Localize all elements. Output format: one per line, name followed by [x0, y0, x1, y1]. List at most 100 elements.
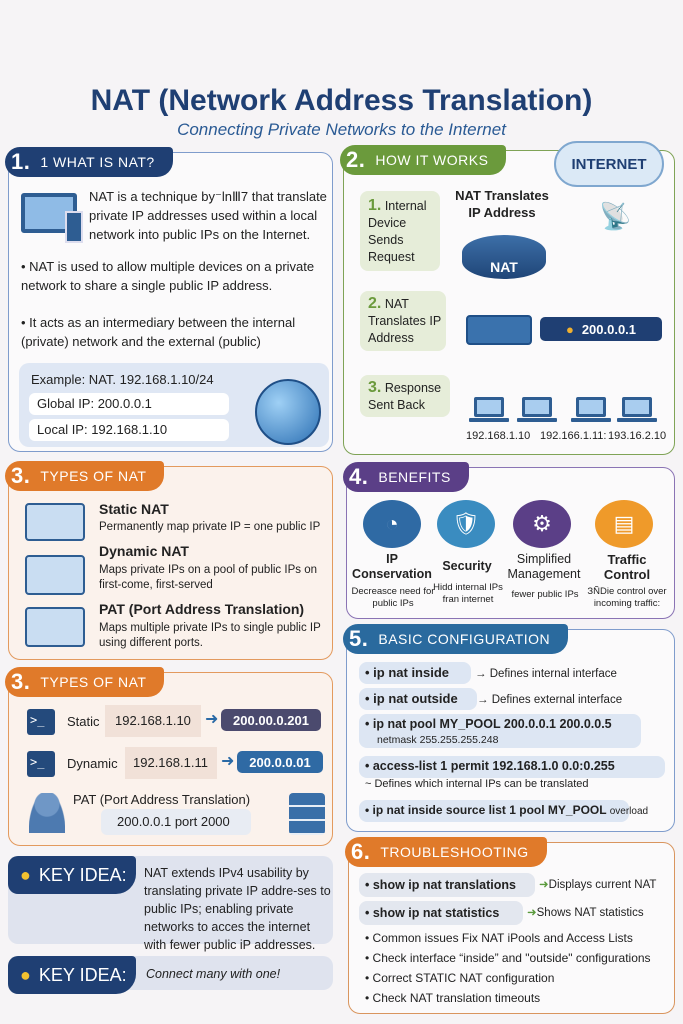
- terminal-icon: >_: [27, 709, 55, 735]
- intro-text: NAT is a technique by⁻lnⅢ7 that translat…: [89, 189, 327, 242]
- step-2: 2. NAT Translates IP Address: [360, 291, 446, 351]
- device-ip: 192.168.1.10: [466, 430, 531, 442]
- example-box: Example: NAT. 192.168.1.10/24 Global IP:…: [19, 363, 329, 447]
- pie-chart-icon: ◔: [363, 500, 421, 548]
- config-desc: → Defines internal interface: [475, 668, 617, 680]
- public-ip-display: ●200.0.0.1: [540, 317, 662, 341]
- cmd-pill: [359, 901, 523, 925]
- benefit-desc: Decreasce need for public IPs: [351, 586, 435, 609]
- config-pill: [359, 662, 471, 684]
- section-how-it-works: 2.HOW IT WORKS INTERNET NAT Translates I…: [340, 141, 675, 455]
- benefit-desc: ЗÑDie control over incoming traffic:: [587, 586, 667, 609]
- config-pill: [359, 756, 665, 778]
- device-ip: 193.16.2.10: [608, 430, 667, 442]
- static-private-ip: 192.168.1.10: [105, 705, 201, 737]
- server-icon: [289, 793, 325, 835]
- config-desc: → Defines external interface: [477, 694, 623, 706]
- section-what-is-nat: 1.1 WHAT IS NAT? NAT is a technique by⁻l…: [5, 147, 333, 452]
- bullet-1: • NAT is used to allow multiple devices …: [21, 259, 315, 293]
- section-badge: 2.HOW IT WORKS: [340, 145, 507, 175]
- shield-icon: 🛡: [437, 500, 495, 548]
- user-icon: [29, 793, 65, 833]
- section-badge: 1.1 WHAT IS NAT?: [5, 147, 173, 177]
- config-pill: [359, 688, 477, 710]
- terminal-icon: >_: [27, 751, 55, 777]
- page-title: NAT (Network Address Translation): [90, 84, 593, 117]
- nat-router-icon: NAT: [462, 235, 546, 279]
- trouble-item: • Correct STATIC NAT configuration: [365, 971, 555, 985]
- trouble-desc: ➜Shows NAT statistics: [527, 907, 644, 919]
- laptop-icon: [617, 397, 657, 422]
- type-name: Dynamic NAT: [99, 543, 189, 559]
- section-types-of-nat: 3.TYPES OF NAT Static NAT Permanently ma…: [5, 461, 333, 660]
- computers-icon: [25, 607, 85, 647]
- key-icon: ●: [20, 964, 31, 985]
- section-badge: 6.TROUBLESHOOTING: [345, 837, 547, 867]
- section-badge: 3.TYPES OF NAT: [5, 461, 165, 491]
- local-ip: Local IP: 192.168.1.10: [29, 419, 229, 441]
- key-idea-badge: ●KEY IDEA:: [8, 856, 136, 894]
- pat-label: PAT (Port Address Translation): [73, 792, 251, 807]
- pat-value: 200.0.0.1 port 2000: [101, 809, 251, 835]
- key-icon: ●: [20, 864, 31, 885]
- key-idea-text: Connect many with one!: [146, 967, 281, 981]
- step-1: 1. Internal Device Sends Request: [360, 191, 440, 271]
- arrow-icon: ➜: [221, 753, 235, 770]
- key-idea-text: NAT extends IPv4 usability by translatin…: [144, 866, 331, 952]
- step-3: 3. Response Sent Back: [360, 375, 450, 417]
- type-desc: Maps private IPs on a pool of public IPs…: [99, 564, 317, 591]
- computers-icon: [25, 555, 85, 595]
- config-pill: [359, 714, 641, 748]
- type-name: PAT (Port Address Translation): [99, 601, 305, 617]
- key-idea-box: ●KEY IDEA: Connect many with one!: [8, 956, 333, 994]
- arrow-icon: ➜: [205, 711, 219, 728]
- trouble-item: • Check NAT translation timeouts: [365, 991, 541, 1005]
- internet-cloud-icon: INTERNET: [554, 141, 664, 187]
- config-cmd: • ip nat inside: [365, 665, 450, 680]
- trouble-cmd: • show ip nat statistics: [365, 906, 500, 920]
- section-types-of-nat-examples: 3.TYPES OF NAT >_ Static 192.168.1.10 ➜ …: [5, 667, 333, 846]
- computers-icon: [25, 503, 85, 541]
- globe-icon: [255, 379, 321, 445]
- section-badge: 5.BASIC CONFIGURATION: [343, 624, 569, 654]
- trouble-item: • Common issues Fix NAT iPools and Acces…: [365, 931, 633, 945]
- config-cmd: • ip nat pool MY_POOL 200.0.0.1 200.0.0.…: [365, 717, 612, 731]
- laptop-icon: [517, 397, 557, 422]
- cell-tower-icon: 📡: [599, 201, 632, 231]
- section-benefits: 4.BENEFITS ◔ 🛡 ⚙ ▤ IP Conservation Decre…: [343, 462, 675, 619]
- section-badge: 3.TYPES OF NAT: [5, 667, 165, 697]
- section-basic-configuration: 5.BASIC CONFIGURATION • ip nat inside → …: [343, 624, 675, 832]
- static-label: Static: [67, 714, 100, 729]
- key-idea-box: ●KEY IDEA: NAT extends IPv4 usability by…: [8, 856, 333, 952]
- cmd-pill: [359, 873, 535, 897]
- benefit-desc: fewer public IPs: [511, 589, 579, 600]
- section-troubleshooting: 6.TROUBLESHOOTING • show ip nat translat…: [345, 837, 675, 1014]
- config-cmd: • ip nat inside source list 1 pool MY_PO…: [365, 803, 649, 817]
- benefit-name: Security: [442, 559, 492, 573]
- config-pill: [359, 800, 629, 822]
- benefit-desc: Hidd internal IPs fran internet: [433, 582, 503, 605]
- laptop-icon: [469, 397, 509, 422]
- type-desc: Maps multiple private IPs to single publ…: [99, 622, 321, 649]
- config-cmd: • access-list 1 permit 192.168.1.0 0.0:0…: [365, 759, 615, 773]
- dynamic-label: Dynamic: [67, 756, 118, 771]
- key-idea-badge: ●KEY IDEA:: [8, 956, 136, 994]
- config-cmd: • ip nat outside: [365, 691, 458, 706]
- laptop-icon: [571, 397, 611, 422]
- nat-translates-label: NAT Translates IP Address: [455, 188, 549, 220]
- trouble-cmd: • show ip nat translations: [365, 878, 516, 892]
- dynamic-private-ip: 192.168.1.11: [125, 747, 217, 779]
- page-subtitle: Connecting Private Networks to the Inter…: [177, 120, 506, 139]
- global-ip: Global IP: 200.0.0.1: [29, 393, 229, 415]
- gear-cloud-icon: ⚙: [513, 500, 571, 548]
- config-desc: netmask 255.255.255.248: [377, 734, 499, 746]
- switch-icon: [466, 315, 532, 345]
- trouble-desc: ➜Displays current NAT: [539, 879, 657, 891]
- example-label: Example: NAT. 192.168.1.10/24: [31, 372, 214, 387]
- config-desc: ~ Defines which internal IPs can be tran…: [365, 778, 589, 790]
- device-ip: 192.166.1.11:: [540, 430, 607, 442]
- trouble-item: • Check interface “inside” and "outside"…: [365, 951, 651, 965]
- document-icon: ▤: [595, 500, 653, 548]
- section-badge: 4.BENEFITS: [343, 462, 469, 492]
- dynamic-public-ip: 200.0.0.01: [237, 751, 323, 773]
